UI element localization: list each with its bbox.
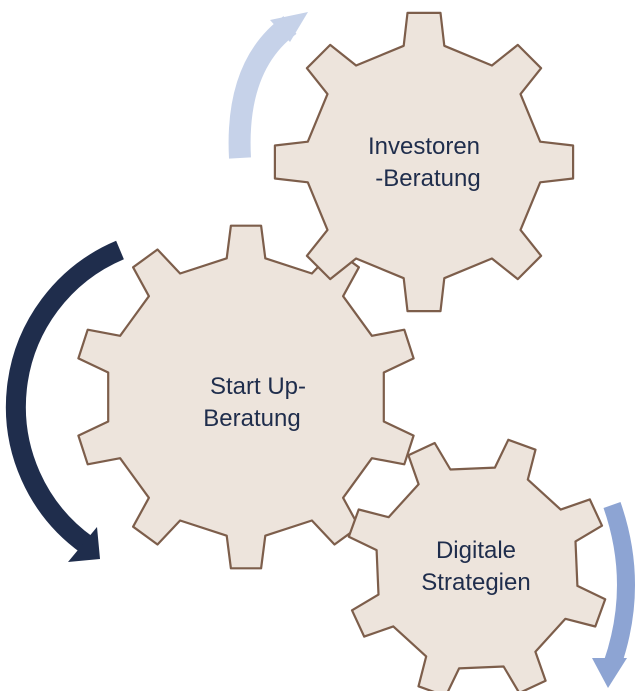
arrow-light-top <box>228 12 308 159</box>
arrow-dark-left <box>5 240 124 562</box>
arrow-mid-right <box>592 502 635 688</box>
gear-digitale-strategien <box>347 438 607 691</box>
gear-label-startup-line2: Beratung <box>203 405 300 432</box>
gear-label-digital-line1: Digitale <box>436 537 516 564</box>
gear-label-startup-line1: Start Up- <box>210 373 306 400</box>
gear-start-up-beratung <box>77 224 415 570</box>
gear-label-investoren-line2: -Beratung <box>375 165 480 192</box>
gear-investoren-beratung <box>273 11 575 313</box>
gear-label-investoren-line1: Investoren <box>368 133 480 160</box>
gear-label-digital-line2: Strategien <box>421 569 530 596</box>
